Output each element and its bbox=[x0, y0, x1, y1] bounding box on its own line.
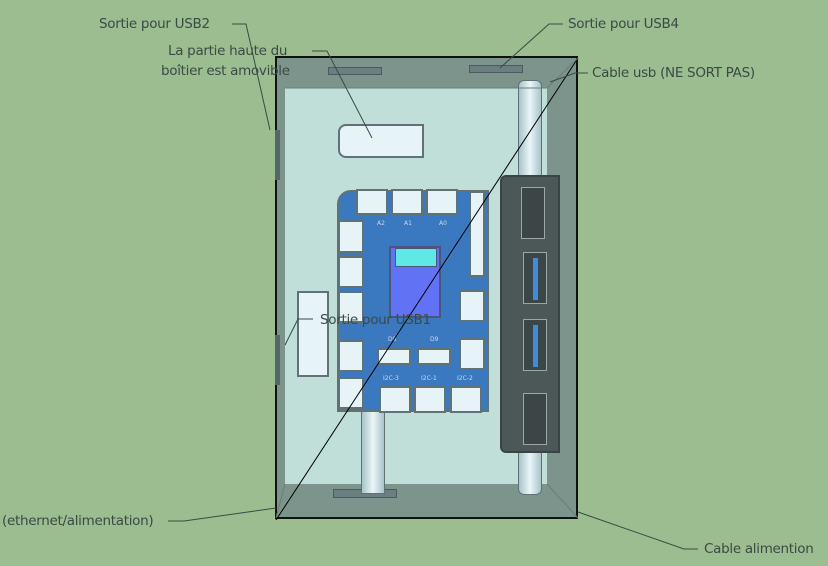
left-slot-lower bbox=[275, 335, 280, 385]
grove-port bbox=[426, 189, 458, 215]
label-usb1: Sortie pour USB1 bbox=[320, 312, 431, 328]
usb-port bbox=[523, 319, 547, 371]
grove-port bbox=[450, 386, 482, 413]
label-usb-cable: Cable usb (NE SORT PAS) bbox=[592, 65, 755, 81]
leader-usb1 bbox=[284, 318, 313, 346]
grove-port bbox=[338, 220, 364, 253]
grove-port bbox=[379, 386, 411, 413]
grove-port bbox=[459, 290, 485, 322]
silk-i2c1: I2C-1 bbox=[421, 375, 437, 382]
grove-port bbox=[391, 189, 423, 215]
label-removable-1: La partie haute du bbox=[168, 43, 288, 59]
chip-label-area bbox=[395, 248, 437, 267]
silk-i2c2: I2C-2 bbox=[457, 375, 473, 382]
board-pillar bbox=[361, 410, 385, 494]
usb-port bbox=[521, 187, 545, 239]
leader-power bbox=[577, 511, 698, 550]
label-usb4: Sortie pour USB4 bbox=[568, 16, 679, 32]
grove-port bbox=[338, 340, 364, 372]
leader-usb2 bbox=[232, 23, 271, 131]
grove-port bbox=[469, 191, 485, 277]
left-slot bbox=[275, 130, 280, 180]
label-ethernet: (ethernet/alimentation) bbox=[2, 513, 154, 529]
grove-port bbox=[338, 377, 364, 409]
silk-a2: A2 bbox=[377, 220, 385, 227]
grove-port bbox=[338, 291, 364, 323]
grove-port bbox=[338, 256, 364, 288]
usb-port bbox=[523, 393, 547, 445]
usb4-slot bbox=[469, 65, 523, 73]
leader-usb4 bbox=[499, 23, 563, 69]
top-connector bbox=[338, 124, 424, 158]
label-removable-2: boîtier est amovible bbox=[161, 63, 290, 79]
silk-d8: D8 bbox=[388, 336, 397, 343]
grove-port bbox=[459, 338, 485, 370]
section-diagonal bbox=[275, 57, 579, 521]
usb-port bbox=[523, 252, 547, 304]
grove-port bbox=[417, 348, 451, 365]
silk-i2c3: I2C-3 bbox=[383, 375, 399, 382]
grove-port bbox=[414, 386, 446, 413]
leader-removable bbox=[312, 50, 373, 139]
label-usb2: Sortie pour USB2 bbox=[99, 16, 210, 32]
grove-port bbox=[356, 189, 388, 215]
usb1-connector bbox=[297, 291, 329, 377]
silk-a0: A0 bbox=[439, 220, 447, 227]
leader-usb-cable bbox=[549, 72, 588, 83]
label-power-cable: Cable alimention bbox=[704, 541, 814, 557]
usb2-slot bbox=[328, 67, 382, 75]
silk-d9: D9 bbox=[430, 336, 439, 343]
leader-ethernet bbox=[168, 507, 277, 522]
silk-a1: A1 bbox=[404, 220, 412, 227]
